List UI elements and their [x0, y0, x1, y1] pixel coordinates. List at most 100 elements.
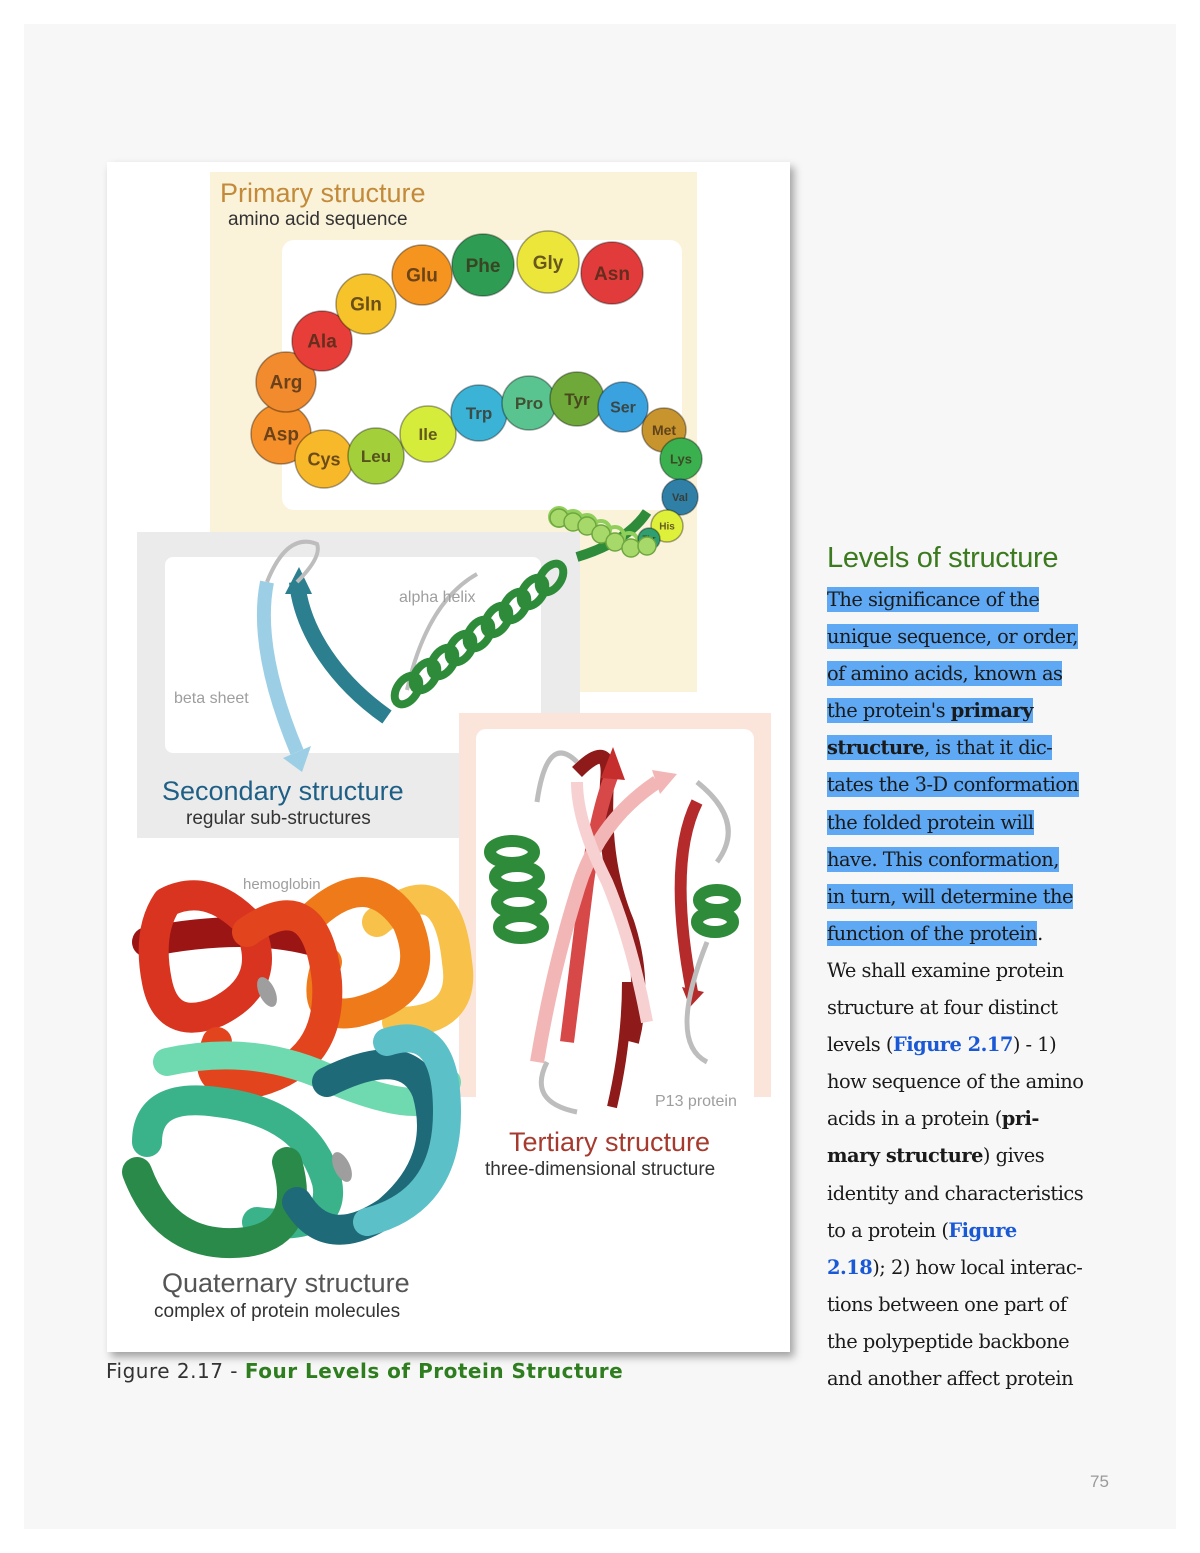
beta-sheet-label: beta sheet — [174, 690, 249, 707]
sidebar-text-segment: unique sequence, or order, — [827, 624, 1078, 650]
sidebar-text-segment: how sequence of the amino — [827, 1070, 1084, 1094]
residue-bead-gly: Gly — [516, 230, 580, 294]
residue-circle — [399, 405, 457, 463]
sidebar-heading: Levels of structure — [827, 542, 1059, 574]
residue-bead-his: His — [650, 509, 684, 543]
residue-label: Gly — [533, 253, 564, 274]
tertiary-title: Tertiary structure — [509, 1127, 710, 1157]
residue-label: Arg — [270, 373, 303, 394]
sidebar-text-column: Levels of structure The significance of … — [827, 542, 1127, 1397]
sidebar-text-segment: structure at four distinct — [827, 996, 1058, 1020]
residue-label: Gln — [350, 295, 382, 316]
sidebar-line: structure, is that it dic- — [827, 729, 1127, 766]
residue-bead-lys: Lys — [659, 437, 703, 481]
sidebar-line: levels (Figure 2.17) - 1) — [827, 1026, 1127, 1063]
sidebar-text-segment: structure — [827, 735, 925, 761]
quaternary-hemoglobin-shape — [122, 877, 474, 1259]
tertiary-subtitle: three-dimensional structure — [485, 1159, 715, 1180]
sidebar-text-segment: We shall examine protein — [827, 958, 1064, 982]
sidebar-text-segment: the protein's — [827, 698, 951, 724]
residue-label: Val — [672, 492, 688, 504]
figure-reference-link[interactable]: Figure 2.17 — [893, 1033, 1013, 1057]
residue-label: Asn — [594, 264, 630, 285]
alpha-helix-label: alpha helix — [399, 589, 476, 606]
tertiary-inner-panel — [476, 729, 754, 1119]
residue-label: Tyr — [564, 390, 590, 409]
sidebar-text-segment: ); 2) how local interac- — [872, 1255, 1083, 1279]
residue-circle — [650, 509, 684, 543]
figure-reference-link[interactable]: Figure — [948, 1218, 1017, 1242]
sidebar-text-segment: tates the 3-D conformation — [827, 772, 1079, 798]
figure-reference-link[interactable]: 2.18 — [827, 1255, 873, 1279]
residue-bead-ser: Ser — [597, 381, 649, 433]
sidebar-line: and another affect protein — [827, 1360, 1127, 1397]
residue-label: Phe — [466, 256, 501, 277]
sidebar-line: 2.18); 2) how local interac- — [827, 1249, 1127, 1286]
quaternary-subtitle: complex of protein molecules — [154, 1301, 400, 1322]
caption-lead: Figure 2.17 - — [106, 1359, 245, 1383]
sidebar-text-segment: , is that it dic- — [924, 735, 1053, 761]
sidebar-line: in turn, will determine the — [827, 878, 1127, 915]
sidebar-line: have. This conformation, — [827, 841, 1127, 878]
sidebar-text-segment: mary structure — [827, 1144, 983, 1168]
tertiary-protein-shape — [484, 747, 741, 1115]
sidebar-line: The significance of the — [827, 581, 1127, 618]
caption-title: Four Levels of Protein Structure — [244, 1359, 624, 1383]
residue-bead-pro: Pro — [501, 375, 557, 431]
residue-bead-cys: Cys — [294, 429, 354, 489]
sidebar-line: of amino acids, known as — [827, 655, 1127, 692]
residue-circle — [255, 351, 317, 413]
residue-label: Pro — [515, 394, 543, 413]
primary-title: Primary structure — [220, 178, 426, 208]
residue-circle — [347, 427, 405, 485]
sidebar-line: to a protein (Figure — [827, 1212, 1127, 1249]
sidebar-line: the polypeptide backbone — [827, 1323, 1127, 1360]
sidebar-text-segment: the folded protein will — [827, 809, 1034, 835]
sidebar-text-segment: acids in a protein ( — [827, 1107, 1002, 1131]
residue-label: His — [659, 522, 675, 533]
sidebar-line: unique sequence, or order, — [827, 618, 1127, 655]
sidebar-text-segment: and another affect protein — [827, 1366, 1074, 1390]
sidebar-line: tates the 3-D conformation — [827, 766, 1127, 803]
sidebar-line: how sequence of the amino — [827, 1063, 1127, 1100]
sidebar-text-segment: the polypeptide backbone — [827, 1329, 1070, 1353]
sidebar-line: the folded protein will — [827, 804, 1127, 841]
residue-label: Lys — [670, 452, 692, 467]
sidebar-text-segment: in turn, will determine the — [827, 883, 1073, 909]
sidebar-text-segment: function of the protein — [827, 920, 1038, 946]
beta-sheet-shape — [256, 539, 392, 772]
sidebar-text-segment: pri- — [1001, 1107, 1040, 1131]
residue-bead-val: Val — [661, 478, 699, 516]
residue-bead-asp: Asp — [250, 403, 312, 465]
page-number: 75 — [1090, 1472, 1109, 1491]
sidebar-text-segment: ) - 1) — [1012, 1033, 1057, 1057]
residue-circle — [516, 230, 580, 294]
residue-circle — [335, 273, 397, 335]
p13-protein-label: P13 protein — [655, 1093, 737, 1110]
secondary-title: Secondary structure — [162, 776, 404, 806]
sidebar-text-segment: identity and characteristics — [827, 1181, 1084, 1205]
residue-label: Leu — [361, 447, 391, 466]
residue-circle — [580, 241, 644, 305]
sidebar-line: structure at four distinct — [827, 989, 1127, 1026]
secondary-subtitle: regular sub-structures — [186, 808, 371, 829]
sidebar-text-segment: primary — [950, 698, 1033, 724]
sidebar-line: tions between one part of — [827, 1286, 1127, 1323]
residue-label: Ile — [419, 425, 438, 444]
sidebar-text-segment: to a protein ( — [827, 1218, 949, 1242]
residue-circle — [291, 310, 353, 372]
residue-circle — [597, 381, 649, 433]
figure-caption: Figure 2.17 - Four Levels of Protein Str… — [106, 1359, 623, 1383]
residue-bead-arg: Arg — [255, 351, 317, 413]
sidebar-text-segment: levels ( — [827, 1033, 894, 1057]
sidebar-text-segment: of amino acids, known as — [827, 661, 1063, 687]
residue-bead-phe: Phe — [451, 233, 515, 297]
sidebar-text-segment: have. This conformation, — [827, 846, 1059, 872]
primary-subtitle: amino acid sequence — [228, 209, 408, 230]
residue-bead-leu: Leu — [347, 427, 405, 485]
residue-label: Ser — [610, 400, 636, 417]
residue-bead-glu: Glu — [391, 244, 453, 306]
